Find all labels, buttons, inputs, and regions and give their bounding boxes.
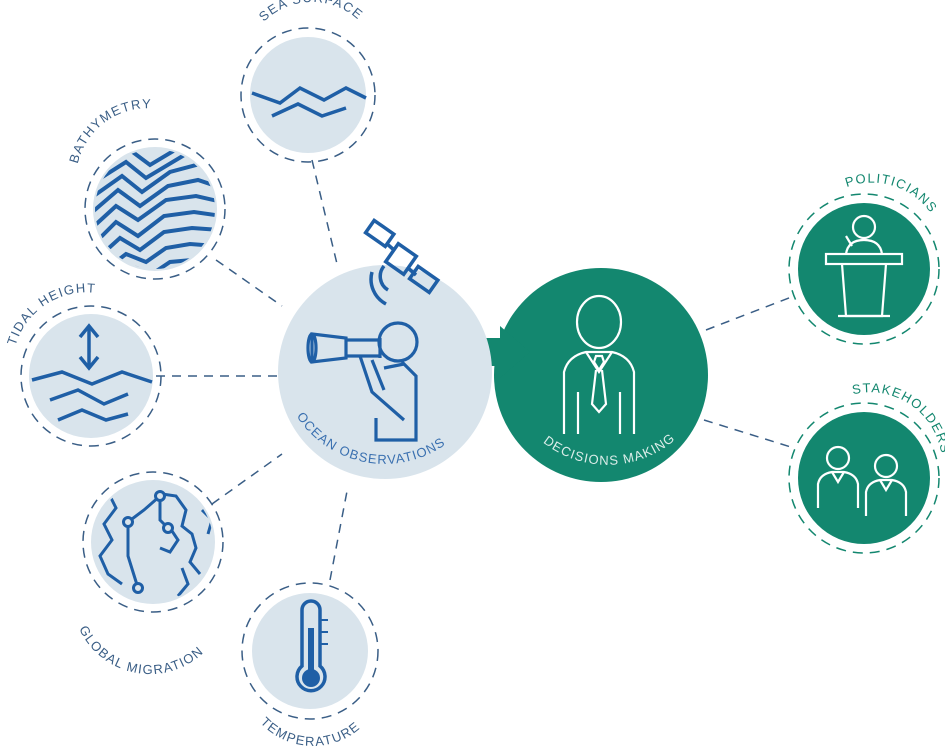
node-temperature (241, 582, 379, 720)
node-decisions-making: DECISIONS MAKING (494, 268, 708, 482)
svg-text:SEA SURFACE: SEA SURFACE (256, 0, 367, 24)
connector-global-migration (211, 453, 283, 505)
businessman-icon (562, 294, 636, 434)
node-politicians (788, 193, 940, 345)
tide-arrow-icon (31, 323, 153, 422)
svg-text:GLOBAL MIGRATION: GLOBAL MIGRATION (76, 623, 206, 677)
node-global-migration (82, 471, 224, 613)
podium-speaker-icon (824, 214, 904, 318)
connector-sea-surface (311, 159, 339, 269)
two-people-icon (816, 445, 908, 516)
node-tidal-height (20, 305, 162, 447)
connector-bathymetry (215, 259, 283, 307)
waves-icon (251, 85, 367, 118)
observer-with-telescope-icon (306, 321, 419, 442)
connector-lines (156, 159, 795, 581)
label-sea-surface: SEA SURFACE (256, 0, 365, 24)
connector-politicians (705, 295, 795, 331)
thermometer-icon (295, 599, 328, 693)
satellite-icon (363, 217, 441, 306)
node-stakeholders (788, 402, 940, 554)
node-ocean-observations: OCEAN OBSERVATIONS (278, 217, 492, 479)
connector-temperature (329, 485, 349, 581)
node-bathymetry (84, 138, 226, 280)
label-global-migration: GLOBAL MIGRATION (76, 623, 205, 677)
connector-stakeholders (703, 419, 795, 449)
node-sea-surface (240, 27, 376, 163)
